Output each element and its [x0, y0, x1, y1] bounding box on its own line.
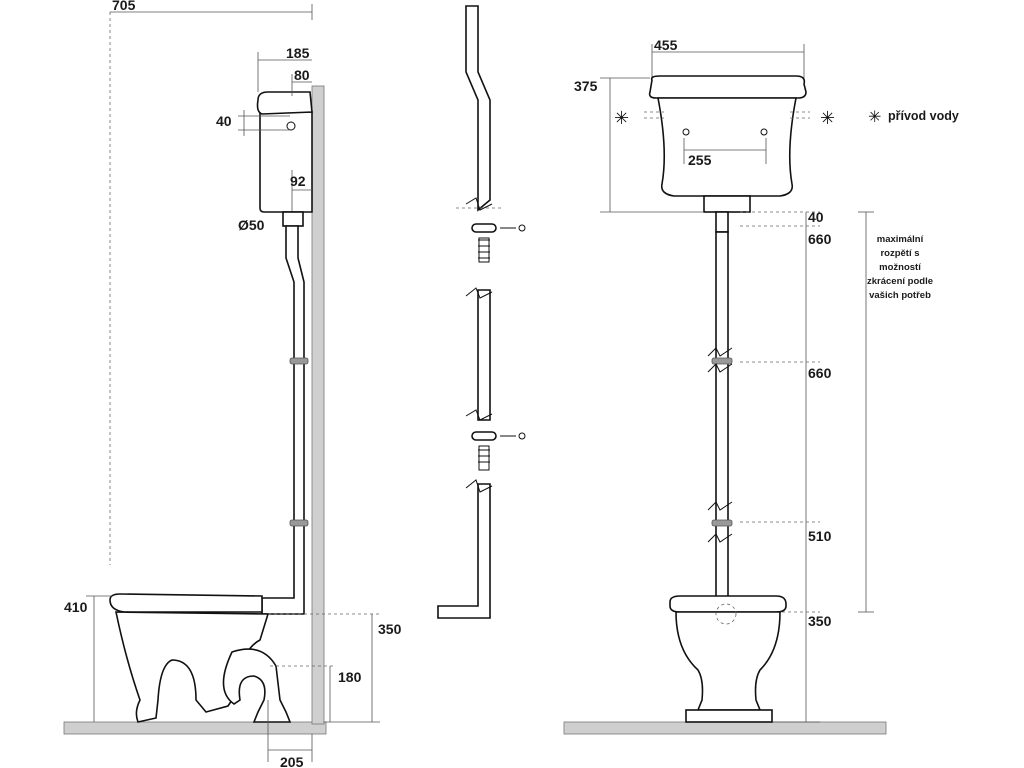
break-mark [465, 197, 493, 211]
dim-segment-1: 40 [808, 209, 824, 225]
side-floor [63, 721, 327, 735]
dim-tank-width: 185 [286, 45, 310, 61]
front-view: 455 ✳ ✳ 375 255 40 [563, 37, 933, 735]
mount-hole [760, 128, 768, 136]
pipe-ring [711, 357, 733, 365]
dim-tank-offset: 80 [294, 67, 310, 83]
front-bowl-base [685, 709, 773, 723]
dim-bowl-height: 410 [64, 599, 88, 615]
dim-segment-4: 510 [808, 528, 832, 544]
dim-outlet-offset: 92 [290, 173, 306, 189]
inlet-marker: ✳ [820, 108, 835, 128]
inlet-marker: ✳ [614, 108, 629, 128]
side-trap [222, 648, 292, 723]
dim-total-height: 705 [112, 0, 136, 13]
pipe-ring [289, 357, 309, 365]
front-bowl [675, 611, 781, 711]
side-tank-lid [256, 91, 313, 115]
pipe-socket [478, 239, 490, 259]
pipe-clamp [471, 223, 497, 233]
dim-pipe-diameter: Ø50 [238, 217, 265, 233]
break-mark [465, 409, 493, 421]
pipe-top-segment [465, 5, 491, 212]
pipe-mid-segment [477, 289, 491, 421]
legend-symbol: ✳ [868, 109, 881, 126]
side-flush-pipe [261, 225, 305, 615]
dim-front-tank-width: 455 [654, 37, 678, 53]
front-tank-base [703, 195, 751, 213]
outlet-circle [715, 603, 737, 625]
pipe-clamp [471, 431, 497, 441]
front-floor [563, 721, 887, 735]
note-line: vašich potřeb [869, 290, 931, 301]
front-pipe-top [715, 211, 729, 233]
dim-inlet-height: 40 [216, 113, 232, 129]
pipe-connector [282, 211, 304, 227]
note-line: zkrácení podle [867, 276, 933, 287]
side-view: 705 185 80 40 92 Ø50 410 [63, 0, 402, 768]
pipe-ring [711, 519, 733, 527]
break-mark [465, 287, 493, 299]
dim-outlet-height: 350 [378, 621, 402, 637]
front-tank [657, 97, 797, 197]
side-bowl-seat [109, 593, 263, 613]
inlet-hole [286, 121, 296, 131]
dim-mount-spacing: 255 [688, 152, 712, 168]
legend-label: přívod vody [888, 109, 959, 123]
note-line: maximální [877, 234, 924, 245]
front-flush-pipe [715, 231, 729, 611]
side-tank [259, 111, 313, 213]
dim-drain-height: 180 [338, 669, 362, 685]
pipe-assembly-view [437, 5, 526, 619]
dim-front-tank-height: 375 [574, 78, 598, 94]
pipe-bottom-segment [437, 483, 491, 619]
front-tank-lid [648, 75, 807, 99]
legend: ✳ přívod vody [868, 109, 959, 126]
dim-segment-3: 660 [808, 365, 832, 381]
side-wall [311, 85, 325, 725]
note-line: rozpětí s [880, 248, 919, 259]
note-line: možností [879, 262, 921, 273]
pipe-ring [289, 519, 309, 527]
break-mark [465, 479, 493, 493]
dim-drain-offset: 205 [280, 754, 304, 768]
mount-hole [682, 128, 690, 136]
dim-segment-2: 660 [808, 231, 832, 247]
dim-front-bowl-height: 350 [808, 613, 832, 629]
